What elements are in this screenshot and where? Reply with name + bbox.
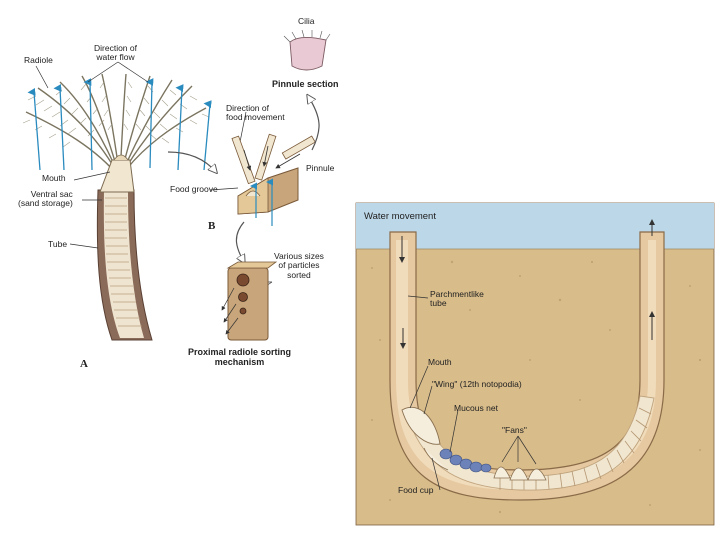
label-ventral-sac: Ventral sac (sand storage) — [18, 189, 73, 209]
label-food-movement: Direction of food movement — [226, 103, 285, 123]
label-cilia: Cilia — [298, 16, 315, 26]
label-water-movement: Water movement — [364, 211, 436, 222]
label-pinnule-section: Pinnule section — [272, 79, 339, 89]
label-tube: Tube — [48, 239, 68, 249]
label-sorting-mechanism: Proximal radiole sorting mechanism — [188, 347, 292, 367]
panel-label-a: A — [80, 358, 88, 370]
pinnule-section — [283, 29, 331, 71]
label-food-cup: Food cup — [398, 485, 434, 495]
label-parchment-tube: Parchmentlike tube — [430, 289, 484, 309]
burrow-diagram — [355, 202, 715, 526]
label-wing: "Wing" (12th notopodia) — [432, 379, 522, 389]
label-mouth-b: Mouth — [428, 357, 452, 367]
label-pinnule: Pinnule — [306, 163, 335, 173]
label-food-groove: Food groove — [170, 184, 218, 194]
sorting-mechanism — [221, 261, 278, 341]
label-mouth-a: Mouth — [42, 173, 66, 183]
label-fans: "Fans" — [502, 425, 527, 435]
label-radiole: Radiole — [24, 55, 53, 65]
fan-worm-illustration — [22, 73, 212, 341]
panel-label-b: B — [208, 220, 216, 232]
pinnule-block — [167, 96, 320, 262]
label-mucous-net: Mucous net — [454, 403, 498, 413]
mucous-net — [439, 448, 492, 473]
label-particles: Various sizes of particles sorted — [274, 251, 324, 280]
label-water-flow: Direction of water flow — [94, 43, 137, 63]
